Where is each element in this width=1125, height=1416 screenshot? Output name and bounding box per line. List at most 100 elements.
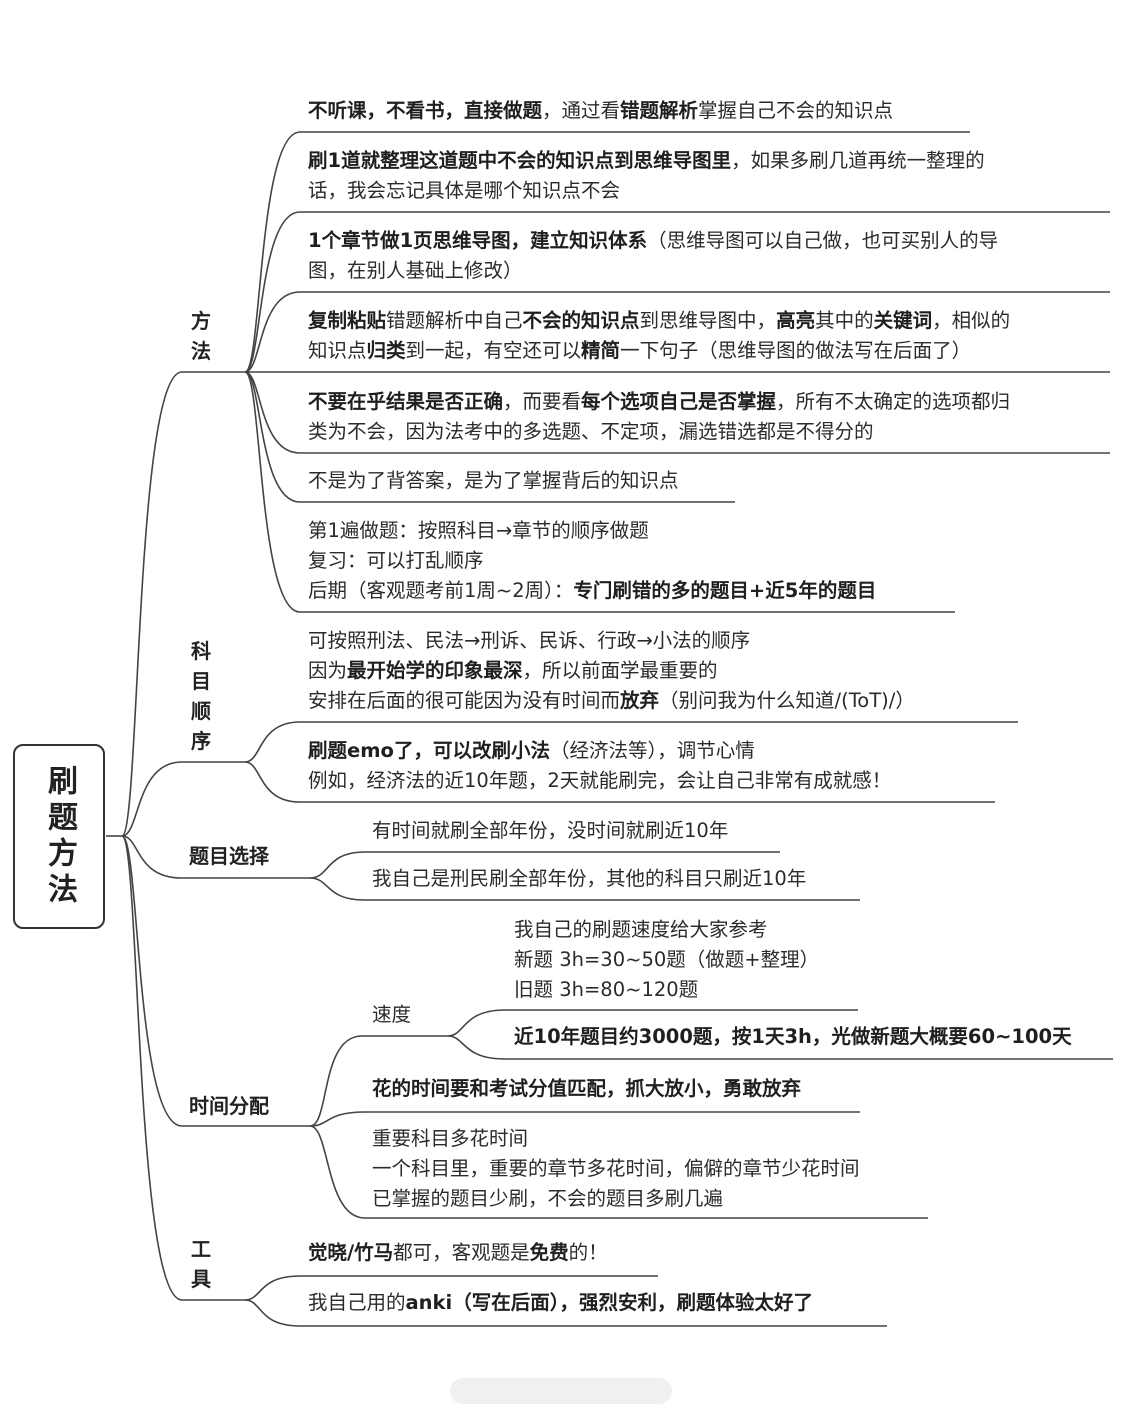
leaf-line: 不要在乎结果是否正确，而要看每个选项自己是否掌握，所有不太确定的选项都归 — [308, 387, 1010, 417]
leaf-line: 有时间就刷全部年份，没时间就刷近10年 — [372, 816, 728, 846]
leaf-s2: 刷题emo了，可以改刷小法（经济法等），调节心情 例如，经济法的近10年题，2天… — [308, 736, 891, 796]
leaf-line: 我自己是刑民刷全部年份，其他的科目只刷近10年 — [372, 864, 806, 894]
text: 安排在后面的很可能因为没有时间而 — [308, 689, 621, 712]
leaf-k2: 我自己用的anki（写在后面），强烈安利，刷题体验太好了 — [308, 1288, 813, 1318]
leaf-line: 我自己用的anki（写在后面），强烈安利，刷题体验太好了 — [308, 1288, 813, 1318]
connector-k2 — [244, 1299, 887, 1327]
connector-root-method — [121, 371, 245, 837]
bold-text: 放弃 — [620, 689, 660, 712]
root-node: 刷题方法 — [13, 744, 105, 929]
bold-text: 不会的知识点 — [522, 309, 640, 332]
bold-text: 每个选项自己是否掌握 — [581, 390, 777, 413]
text: 错题解析中自己 — [386, 309, 523, 332]
text: 都可，客观题是 — [393, 1241, 530, 1264]
text: 重要科目多花时间 — [372, 1127, 529, 1150]
text: ，而要看 — [503, 390, 582, 413]
connector-root-tools — [121, 835, 245, 1301]
leaf-line: 话，我会忘记具体是哪个知识点不会 — [308, 176, 985, 206]
text: 复习：可以打乱顺序 — [308, 549, 484, 572]
branch-question-selection: 题目选择 — [189, 844, 269, 868]
text: 新题 3h=30~50题（做题+整理） — [514, 948, 820, 971]
text: 话，我会忘记具体是哪个知识点不会 — [308, 179, 621, 202]
leaf-q1: 有时间就刷全部年份，没时间就刷近10年 — [372, 816, 728, 846]
bold-text: 刷1道就整理这道题中不会的知识点到思维导图里 — [308, 149, 732, 172]
leaf-sp1: 我自己的刷题速度给大家参考 新题 3h=30~50题（做题+整理） 旧题 3h=… — [514, 915, 819, 1005]
branch-method: 方法 — [191, 309, 211, 363]
leaf-k1: 觉晓/竹马都可，客观题是免费的！ — [308, 1238, 608, 1268]
leaf-line: 因为最开始学的印象最深，所以前面学最重要的 — [308, 656, 915, 686]
bold-text: 复制粘贴 — [308, 309, 387, 332]
leaf-line: 图，在别人基础上修改） — [308, 256, 998, 286]
leaf-line: 我自己的刷题速度给大家参考 — [514, 915, 819, 945]
leaf-line: 复制粘贴错题解析中自己不会的知识点到思维导图中，高亮其中的关键词，相似的 — [308, 306, 1010, 336]
text: 我自己用的 — [308, 1291, 406, 1314]
bold-text: 精简 — [581, 339, 621, 362]
text: （别问我为什么知道/(ToT)/） — [659, 689, 915, 712]
connector-k1 — [244, 1275, 658, 1301]
text: 例如，经济法的近10年题，2天就能刷完，会让自己非常有成就感！ — [308, 769, 892, 792]
connector-m6 — [244, 371, 735, 503]
leaf-m3: 1个章节做1页思维导图，建立知识体系（思维导图可以自己做，也可买别人的导 图，在… — [308, 226, 998, 286]
connector-sp1 — [447, 1009, 858, 1037]
connector-root-question — [121, 835, 310, 879]
text: 因为 — [308, 659, 348, 682]
text: 一个科目里，重要的章节多花时间，偏僻的章节少花时间 — [372, 1157, 860, 1180]
leaf-line: 已掌握的题目少刷，不会的题目多刷几遍 — [372, 1184, 860, 1214]
text: （思维导图可以自己做，也可买别人的导 — [647, 229, 999, 252]
connector-m2 — [244, 211, 1110, 373]
text: ，所以前面学最重要的 — [522, 659, 718, 682]
text: 已掌握的题目少刷，不会的题目多刷几遍 — [372, 1187, 724, 1210]
leaf-line: 花的时间要和考试分值匹配，抓大放小，勇敢放弃 — [372, 1074, 801, 1104]
leaf-t1: 花的时间要和考试分值匹配，抓大放小，勇敢放弃 — [372, 1074, 801, 1104]
bold-text: 不要在乎结果是否正确 — [308, 390, 504, 413]
leaf-m2: 刷1道就整理这道题中不会的知识点到思维导图里，如果多刷几道再统一整理的 话，我会… — [308, 146, 985, 206]
bold-text: 最开始学的印象最深 — [347, 659, 523, 682]
leaf-line: 重要科目多花时间 — [372, 1124, 860, 1154]
leaf-s1: 可按照刑法、民法→刑诉、民诉、行政→小法的顺序 因为最开始学的印象最深，所以前面… — [308, 626, 915, 716]
bold-text: 高亮 — [776, 309, 816, 332]
root-title: 刷题方法 — [42, 764, 77, 909]
leaf-line: 近10年题目约3000题，按1天3h，光做新题大概要60~100天 — [514, 1022, 1072, 1052]
text: 的！ — [568, 1241, 608, 1264]
text: （经济法等），调节心情 — [549, 739, 755, 762]
leaf-sp2: 近10年题目约3000题，按1天3h，光做新题大概要60~100天 — [514, 1022, 1072, 1052]
leaf-t2: 重要科目多花时间 一个科目里，重要的章节多花时间，偏僻的章节少花时间 已掌握的题… — [372, 1124, 860, 1214]
bold-text: 关键词 — [873, 309, 933, 332]
branch-time-allocation: 时间分配 — [189, 1094, 269, 1118]
leaf-m1: 不听课，不看书，直接做题，通过看错题解析掌握自己不会的知识点 — [308, 96, 893, 126]
connector-s1 — [244, 721, 1018, 763]
connector-root-subject — [121, 761, 245, 837]
bold-text: 近10年题目约3000题，按1天3h，光做新题大概要60~100天 — [514, 1025, 1072, 1048]
connector-m3 — [244, 291, 1110, 373]
connector-t1 — [309, 1111, 860, 1127]
branch-subject-order: 科目顺序 — [191, 639, 211, 753]
text: 旧题 3h=80~120题 — [514, 978, 699, 1001]
text: 其中的 — [815, 309, 874, 332]
leaf-line: 可按照刑法、民法→刑诉、民诉、行政→小法的顺序 — [308, 626, 915, 656]
leaf-m7: 第1遍做题：按照科目→章节的顺序做题 复习：可以打乱顺序 后期（客观题考前1周~… — [308, 516, 876, 606]
text: ，通过看 — [542, 99, 621, 122]
text: 掌握自己不会的知识点 — [698, 99, 894, 122]
text: 有时间就刷全部年份，没时间就刷近10年 — [372, 819, 729, 842]
text: 我自己是刑民刷全部年份，其他的科目只刷近10年 — [372, 867, 807, 890]
connector-q2 — [309, 877, 860, 901]
bold-text: 觉晓/竹马 — [308, 1241, 394, 1264]
leaf-line: 一个科目里，重要的章节多花时间，偏僻的章节少花时间 — [372, 1154, 860, 1184]
text: 知识点 — [308, 339, 367, 362]
text: 到思维导图中， — [639, 309, 777, 332]
leaf-line: 知识点归类到一起，有空还可以精简一下句子（思维导图的做法写在后面了） — [308, 336, 1010, 366]
leaf-line: 类为不会，因为法考中的多选题、不定项，漏选错选都是不得分的 — [308, 417, 1010, 447]
leaf-line: 不是为了背答案，是为了掌握背后的知识点 — [308, 466, 679, 496]
leaf-line: 例如，经济法的近10年题，2天就能刷完，会让自己非常有成就感！ — [308, 766, 891, 796]
leaf-line: 刷1道就整理这道题中不会的知识点到思维导图里，如果多刷几道再统一整理的 — [308, 146, 985, 176]
bold-text: 刷题emo了，可以改刷小法 — [308, 739, 550, 762]
leaf-line: 后期（客观题考前1周~2周）：专门刷错的多的题目+近5年的题目 — [308, 576, 876, 606]
text: 不是为了背答案，是为了掌握背后的知识点 — [308, 469, 679, 492]
leaf-line: 1个章节做1页思维导图，建立知识体系（思维导图可以自己做，也可买别人的导 — [308, 226, 998, 256]
text: ，如果多刷几道再统一整理的 — [731, 149, 985, 172]
connector-m7 — [244, 371, 955, 613]
connector-t-speed — [309, 1035, 448, 1127]
leaf-m6: 不是为了背答案，是为了掌握背后的知识点 — [308, 466, 679, 496]
leaf-line: 觉晓/竹马都可，客观题是免费的！ — [308, 1238, 608, 1268]
